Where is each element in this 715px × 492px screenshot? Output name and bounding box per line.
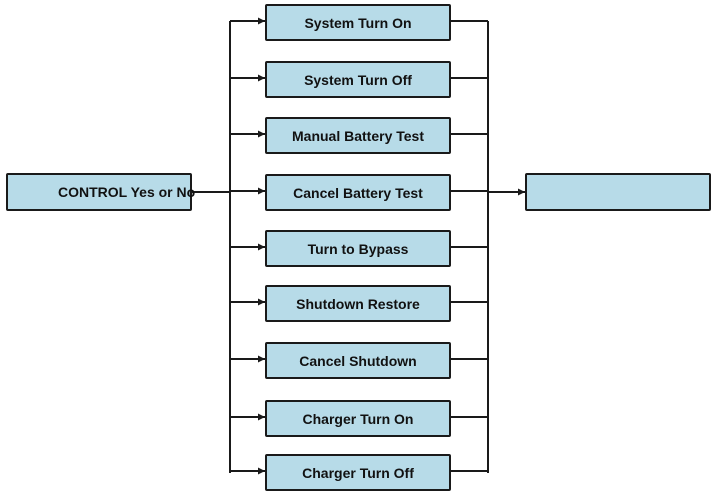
control-yes-no-box[interactable]: CONTROL Yes or No [6, 173, 196, 211]
result-box[interactable] [525, 173, 711, 211]
menu-item-shutdown-restore[interactable]: Shutdown Restore [265, 285, 451, 322]
menu-item-turn-to-bypass[interactable]: Turn to Bypass [265, 230, 451, 267]
control-yes-no-label: CONTROL Yes or No [58, 184, 196, 200]
menu-item-label: Cancel Shutdown [299, 352, 417, 369]
menu-item-label: Cancel Battery Test [293, 184, 423, 201]
menu-item-label: Turn to Bypass [307, 240, 409, 257]
menu-item-label: Manual Battery Test [292, 127, 424, 144]
menu-item-label: Shutdown Restore [296, 295, 420, 312]
menu-item-system-turn-off[interactable]: System Turn Off [265, 61, 451, 98]
menu-item-system-turn-on[interactable]: System Turn On [265, 4, 451, 41]
menu-item-manual-battery-test[interactable]: Manual Battery Test [265, 117, 451, 154]
menu-item-cancel-battery-test[interactable]: Cancel Battery Test [265, 174, 451, 211]
menu-item-label: Charger Turn On [302, 410, 414, 427]
menu-item-label: Charger Turn Off [302, 464, 414, 481]
menu-item-cancel-shutdown[interactable]: Cancel Shutdown [265, 342, 451, 379]
menu-item-charger-turn-on[interactable]: Charger Turn On [265, 400, 451, 437]
menu-item-label: System Turn Off [304, 71, 412, 88]
menu-item-label: System Turn On [304, 14, 412, 31]
menu-item-charger-turn-off[interactable]: Charger Turn Off [265, 454, 451, 491]
